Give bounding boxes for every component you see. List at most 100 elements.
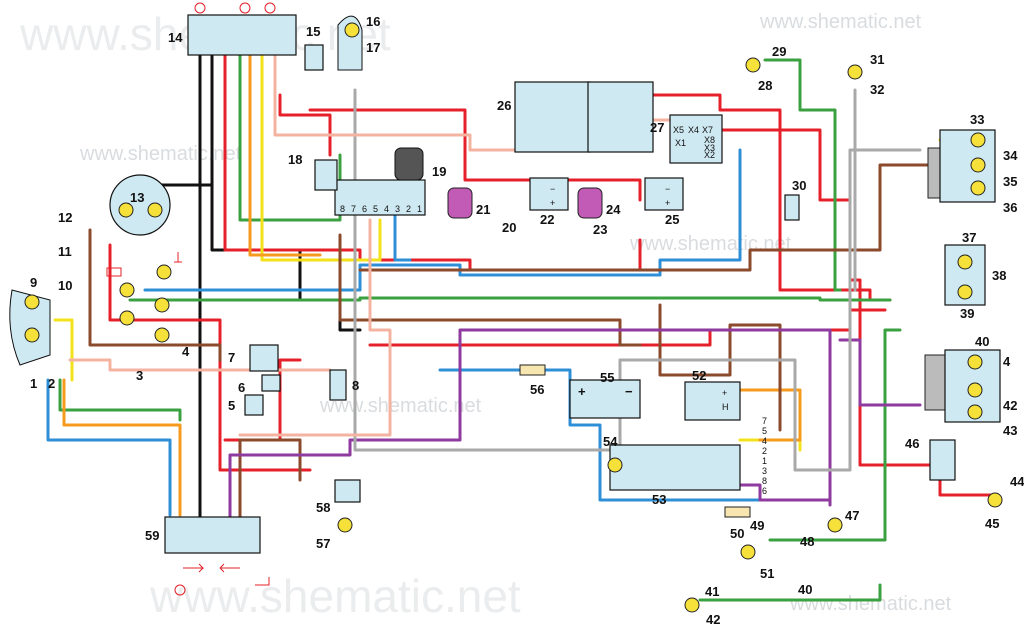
- component-30: [784, 194, 800, 221]
- wire-green-left: [58, 378, 182, 422]
- label-57: 57: [316, 536, 330, 551]
- lamp-13a: [118, 202, 134, 218]
- pin-19-5: 4: [384, 204, 389, 214]
- wire-green-28: [763, 58, 842, 292]
- component-5: [244, 394, 264, 416]
- wire-green-right: [768, 328, 902, 542]
- lowbeam-icon: [264, 2, 276, 14]
- wire-brown-mid: [338, 233, 642, 347]
- label-17: 17: [366, 40, 380, 55]
- coil25-plus: +: [665, 198, 670, 208]
- component-59-switch-block: [164, 516, 261, 554]
- wire-red-left: [108, 243, 312, 472]
- lamp-45: [987, 492, 1003, 508]
- wire-red-top2: [278, 93, 332, 157]
- wire-brown-55: [658, 303, 782, 432]
- label-28: 28: [758, 78, 772, 93]
- component-6: [261, 374, 281, 392]
- temperature-icon: [174, 252, 182, 263]
- label-22: 22: [540, 212, 554, 227]
- component-49-fuse: [724, 506, 751, 518]
- wire-blue-regulator: [438, 368, 772, 502]
- label-2: 2: [48, 376, 55, 391]
- label-47: 47: [845, 508, 859, 523]
- connector-40: [924, 354, 948, 411]
- reg-x1: X1: [675, 138, 686, 148]
- label-25: 25: [665, 212, 679, 227]
- ignition-key-icon: [394, 147, 424, 181]
- label-40-bottom: 40: [798, 582, 812, 597]
- label-12: 12: [58, 210, 72, 225]
- sun-icon: [194, 2, 206, 14]
- label-1: 1: [30, 376, 37, 391]
- label-32: 32: [870, 82, 884, 97]
- lamp-16: [344, 22, 360, 38]
- generator-plus: +: [722, 388, 727, 398]
- label-38: 38: [992, 268, 1006, 283]
- label-59: 59: [145, 528, 159, 543]
- label-19: 19: [432, 164, 446, 179]
- reg-x2: X2: [704, 150, 715, 160]
- pin-19-3: 6: [362, 204, 367, 214]
- wire-red-mid: [368, 308, 887, 347]
- light-icon: [174, 584, 186, 596]
- label-31: 31: [870, 52, 884, 67]
- watermark-top-right: www.shematic.net: [759, 11, 922, 33]
- lamp-34a: [970, 132, 986, 148]
- label-7: 7: [228, 350, 235, 365]
- switch-19-pins: 8 7 6 5 4 3 2 1: [340, 204, 422, 214]
- lamp-48: [827, 517, 843, 533]
- lamp-42-bottom: [684, 597, 700, 613]
- symbol-icons: [106, 2, 276, 596]
- label-9: 9: [30, 275, 37, 290]
- wire-green-long: [128, 296, 892, 302]
- battery-plus: +: [578, 384, 586, 399]
- wire-red-regulator: [638, 93, 892, 302]
- wire-pink-bottom: [68, 358, 332, 372]
- wire-orange-left: [62, 378, 182, 517]
- label-56: 56: [530, 382, 544, 397]
- pin-19-7: 2: [406, 204, 411, 214]
- component-18: [314, 159, 338, 191]
- generator-h: H: [722, 402, 729, 412]
- component-25-ignition-coil: [644, 177, 684, 211]
- label-40: 40: [975, 334, 989, 349]
- reg-x5: X5: [673, 125, 684, 135]
- reg-x8: X8: [704, 135, 715, 145]
- label-11: 11: [58, 244, 72, 259]
- turn-signal-left-icon: [219, 563, 240, 573]
- label-24: 24: [606, 202, 621, 217]
- pin-19-4: 5: [373, 204, 378, 214]
- component-27-connector: [669, 114, 723, 164]
- label-35: 35: [1003, 174, 1017, 189]
- lamp-28: [745, 57, 761, 73]
- pin-19-2: 7: [351, 204, 356, 214]
- wire-green-bottom: [698, 583, 882, 602]
- label-16: 16: [366, 14, 380, 29]
- wire-brown-main: [88, 228, 222, 362]
- component-24-spark-plug: [577, 187, 603, 219]
- wire-blue-bottom: [46, 378, 172, 517]
- label-34: 34: [1003, 148, 1018, 163]
- component-55-battery: [569, 379, 641, 419]
- component-19-ignition-switch: [334, 179, 426, 216]
- lamp-41-right: [967, 354, 983, 370]
- block-53-pins: 7 5 4 2 1 3 8 6: [762, 416, 767, 496]
- coil22-minus: −: [550, 184, 555, 194]
- label-33: 33: [970, 112, 984, 127]
- battery-minus: −: [625, 384, 633, 399]
- lamp-31: [847, 64, 863, 80]
- label-36: 36: [1003, 200, 1017, 215]
- wire-pink-mid: [238, 218, 392, 437]
- watermark-faint-upper: www.shematic.net: [79, 143, 242, 165]
- wire-yellow-trunk: [260, 53, 382, 262]
- lamp-43: [967, 404, 983, 420]
- watermark-faint-center: www.shematic.net: [629, 233, 792, 255]
- lamps: [24, 22, 1003, 613]
- label-14: 14: [168, 30, 183, 45]
- label-41-bottom: 41: [705, 584, 719, 599]
- label-23: 23: [593, 222, 607, 237]
- pin-53-2: 5: [762, 426, 767, 436]
- label-39: 39: [960, 306, 974, 321]
- reg-x3: X3: [704, 143, 715, 153]
